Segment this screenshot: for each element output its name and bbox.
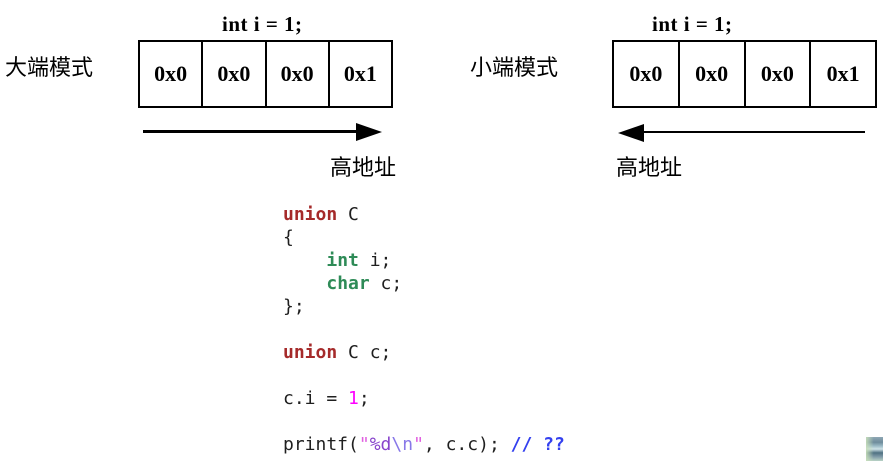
arrow-left-icon bbox=[618, 124, 644, 142]
address-direction-arrow-line bbox=[143, 130, 359, 133]
little-endian-declaration-title: int i = 1; bbox=[652, 12, 733, 36]
byte-cell: 0x0 bbox=[154, 61, 188, 86]
byte-cell: 0x0 bbox=[743, 42, 810, 106]
little-endian-byte-row: 0x0 0x0 0x0 0x1 bbox=[612, 40, 877, 108]
byte-cell: 0x0 bbox=[201, 42, 264, 106]
high-address-label: 高地址 bbox=[616, 156, 683, 181]
big-endian-declaration-title: int i = 1; bbox=[222, 12, 303, 36]
big-endian-byte-row: 0x0 0x0 0x0 0x1 bbox=[138, 40, 393, 108]
big-endian-mode-label: 大端模式 bbox=[5, 56, 94, 81]
byte-cell: 0x1 bbox=[809, 42, 875, 106]
high-address-label: 高地址 bbox=[330, 156, 397, 181]
corner-image-fragment bbox=[866, 437, 883, 461]
byte-cell: 0x0 bbox=[264, 42, 328, 106]
little-endian-mode-label: 小端模式 bbox=[470, 56, 559, 81]
byte-cell: 0x1 bbox=[327, 42, 391, 106]
arrow-right-icon bbox=[356, 123, 382, 141]
byte-cell: 0x0 bbox=[629, 61, 663, 86]
byte-cell: 0x0 bbox=[677, 42, 744, 106]
c-union-code-block: union C{ int i; char c;}; union C c; c.i… bbox=[283, 204, 565, 455]
address-direction-arrow-line bbox=[644, 131, 865, 133]
